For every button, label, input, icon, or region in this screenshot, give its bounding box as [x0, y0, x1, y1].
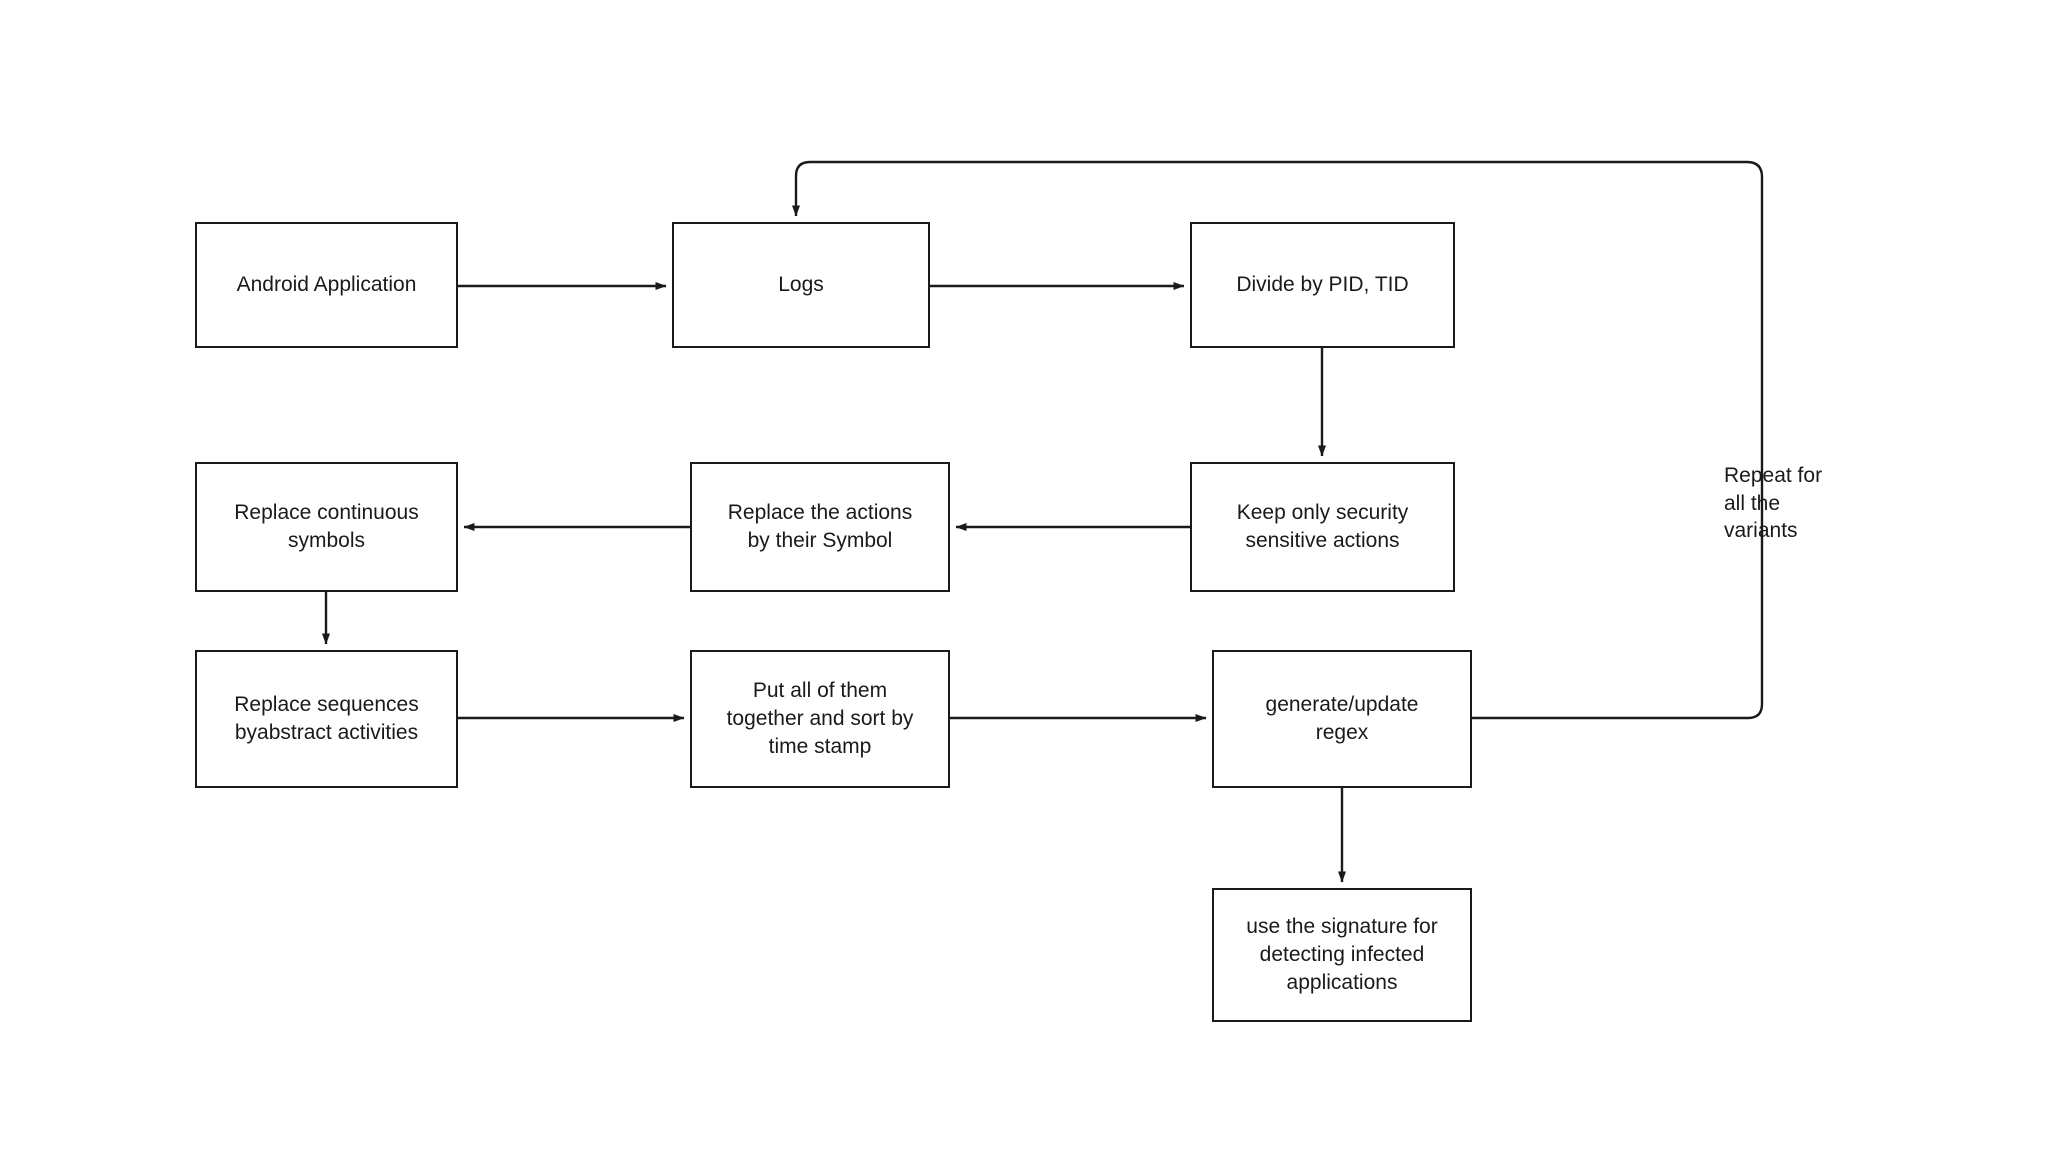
- node-replace-continuous-symbols-label: Replace continuous symbols: [234, 501, 419, 552]
- node-replace-actions-symbol[interactable]: Replace the actions by their Symbol: [690, 462, 950, 592]
- node-keep-only-security-label: Keep only security sensitive actions: [1236, 501, 1409, 552]
- node-keep-only-security[interactable]: Keep only security sensitive actions: [1190, 462, 1455, 592]
- node-put-together-sort[interactable]: Put all of them together and sort by tim…: [690, 650, 950, 788]
- node-use-signature-detect-label: use the signature for detecting infected…: [1246, 915, 1438, 994]
- node-logs[interactable]: Logs: [672, 222, 930, 348]
- node-divide-by-pid-tid-label: Divide by PID, TID: [1236, 273, 1409, 297]
- node-put-together-sort-label: Put all of them together and sort by tim…: [726, 679, 914, 758]
- node-generate-update-regex[interactable]: generate/update regex: [1212, 650, 1472, 788]
- node-replace-sequences-abstract-label: Replace sequences byabstract activities: [234, 693, 419, 744]
- node-replace-sequences-abstract[interactable]: Replace sequences byabstract activities: [195, 650, 458, 788]
- node-replace-continuous-symbols[interactable]: Replace continuous symbols: [195, 462, 458, 592]
- node-android-application[interactable]: Android Application: [195, 222, 458, 348]
- node-replace-actions-symbol-label: Replace the actions by their Symbol: [727, 501, 913, 552]
- node-use-signature-detect[interactable]: use the signature for detecting infected…: [1212, 888, 1472, 1022]
- node-divide-by-pid-tid[interactable]: Divide by PID, TID: [1190, 222, 1455, 348]
- node-logs-label: Logs: [778, 273, 824, 297]
- annotation-repeat-for-all-variants: Repeat for all the variants: [1724, 464, 1823, 543]
- node-generate-update-regex-label: generate/update regex: [1265, 693, 1419, 744]
- node-android-application-label: Android Application: [236, 273, 417, 297]
